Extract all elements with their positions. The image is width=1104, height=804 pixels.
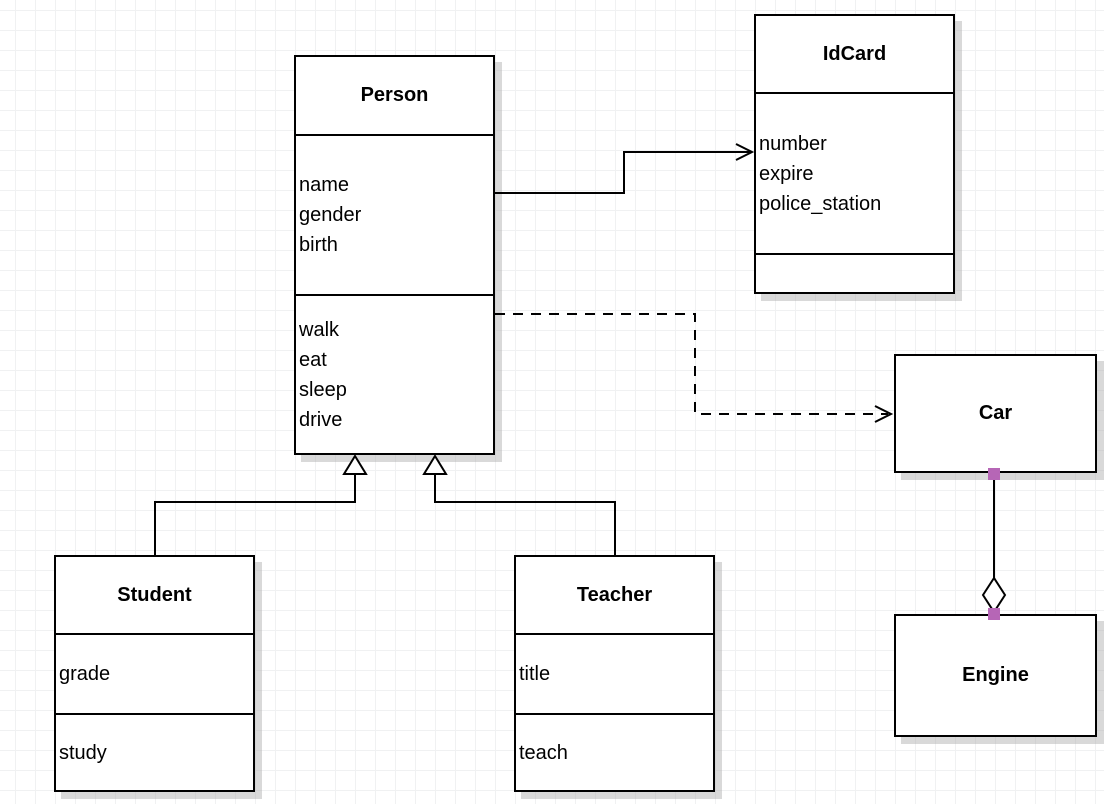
attributes-section: title xyxy=(516,633,713,713)
open-arrowhead-icon xyxy=(735,143,755,161)
class-title: Teacher xyxy=(576,583,653,606)
methods-section: walk eat sleep drive xyxy=(296,294,493,453)
method-label: drive xyxy=(299,408,343,431)
attributes-section: number expire police_station xyxy=(756,92,953,253)
method-label: eat xyxy=(299,348,327,371)
class-person[interactable]: Person name gender birth walk eat sleep … xyxy=(294,55,495,455)
attribute-label: gender xyxy=(299,204,362,226)
edge-car-engine-aggregation[interactable] xyxy=(981,468,1007,620)
edge-teacher-person-generalization[interactable] xyxy=(422,454,616,555)
method-label: walk xyxy=(299,318,340,341)
class-title: Car xyxy=(978,402,1013,424)
methods-section: study xyxy=(56,713,253,790)
hollow-triangle-icon xyxy=(422,454,448,475)
attribute-label: police_station xyxy=(759,192,882,215)
class-car[interactable]: Car xyxy=(894,354,1097,473)
methods-section: teach xyxy=(516,713,713,790)
attributes-section: grade xyxy=(56,633,253,713)
edge-student-person-generalization[interactable] xyxy=(154,454,368,555)
attribute-label: name xyxy=(299,174,350,196)
methods-section-empty xyxy=(756,253,953,292)
open-arrowhead-icon xyxy=(874,405,894,423)
hollow-diamond-icon xyxy=(981,576,1007,614)
method-label: study xyxy=(59,741,107,764)
method-label: sleep xyxy=(299,378,347,401)
class-teacher[interactable]: Teacher title teach xyxy=(514,555,715,792)
edge-person-idcard-association[interactable] xyxy=(495,143,755,194)
hollow-triangle-icon xyxy=(342,454,368,475)
attributes-section: name gender birth xyxy=(296,134,493,294)
class-title: Student xyxy=(117,583,192,606)
class-title: Engine xyxy=(962,664,1029,686)
class-title: Person xyxy=(360,84,429,106)
edge-person-car-dependency[interactable] xyxy=(495,313,894,423)
class-student[interactable]: Student grade study xyxy=(54,555,255,792)
attribute-label: number xyxy=(759,132,827,155)
method-label: teach xyxy=(519,741,568,764)
attribute-label: expire xyxy=(759,162,814,185)
class-title: IdCard xyxy=(822,42,887,65)
class-idcard[interactable]: IdCard number expire police_station xyxy=(754,14,955,294)
class-engine[interactable]: Engine xyxy=(894,614,1097,737)
attribute-label: grade xyxy=(59,663,111,685)
attribute-label: birth xyxy=(299,234,338,256)
attribute-label: title xyxy=(519,663,551,685)
